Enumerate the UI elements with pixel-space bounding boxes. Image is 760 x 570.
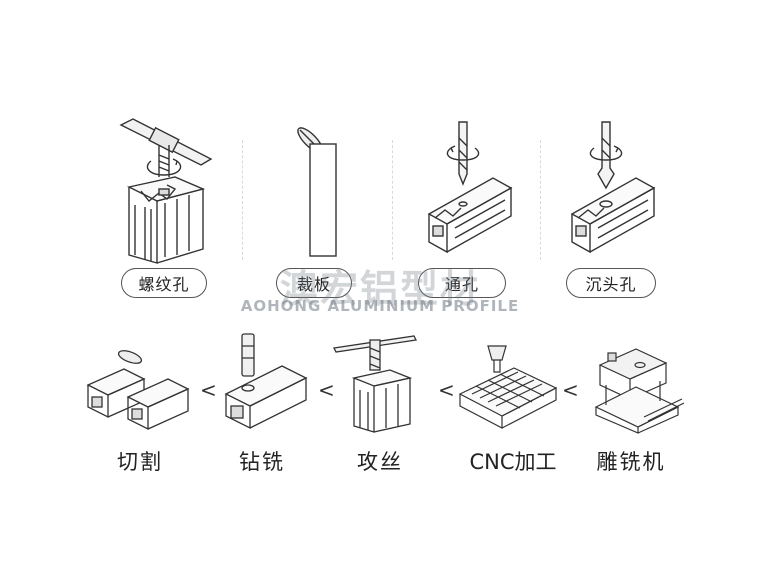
label-engraving-machine: 雕铣机 <box>596 450 666 474</box>
label-cnc-machining: CNC加工 <box>469 450 557 474</box>
pill-countersunk-hole: 沉头孔 <box>566 268 656 298</box>
cutting-illustration <box>86 350 190 431</box>
divider-1 <box>242 140 243 260</box>
divider-2 <box>392 140 393 260</box>
drilling-milling-illustration <box>224 333 308 430</box>
separator-4: < <box>562 378 579 402</box>
label-drilling-milling: 钻铣 <box>239 450 285 474</box>
engraving-machine-illustration <box>594 348 685 434</box>
pill-cut-plate: 裁板 <box>276 268 352 298</box>
cnc-machining-illustration <box>458 345 558 429</box>
threaded-hole-illustration <box>119 118 213 264</box>
separator-1: < <box>200 378 217 402</box>
watermark-chinese: 澳宏铝型材 <box>279 267 480 311</box>
label-cutting: 切割 <box>117 450 163 474</box>
watermark-english: AOHONG ALUMINIUM PROFILE <box>240 297 520 315</box>
through-hole-illustration <box>427 121 513 254</box>
pill-threaded-hole: 螺纹孔 <box>121 268 207 298</box>
cut-plate-illustration <box>297 127 337 257</box>
tapping-illustration <box>333 335 417 433</box>
separator-3: < <box>438 378 455 402</box>
separator-2: < <box>318 378 335 402</box>
pill-through-hole: 通孔 <box>418 268 506 298</box>
label-tapping: 攻丝 <box>357 450 403 474</box>
countersunk-hole-illustration <box>570 121 656 254</box>
divider-3 <box>540 140 541 260</box>
